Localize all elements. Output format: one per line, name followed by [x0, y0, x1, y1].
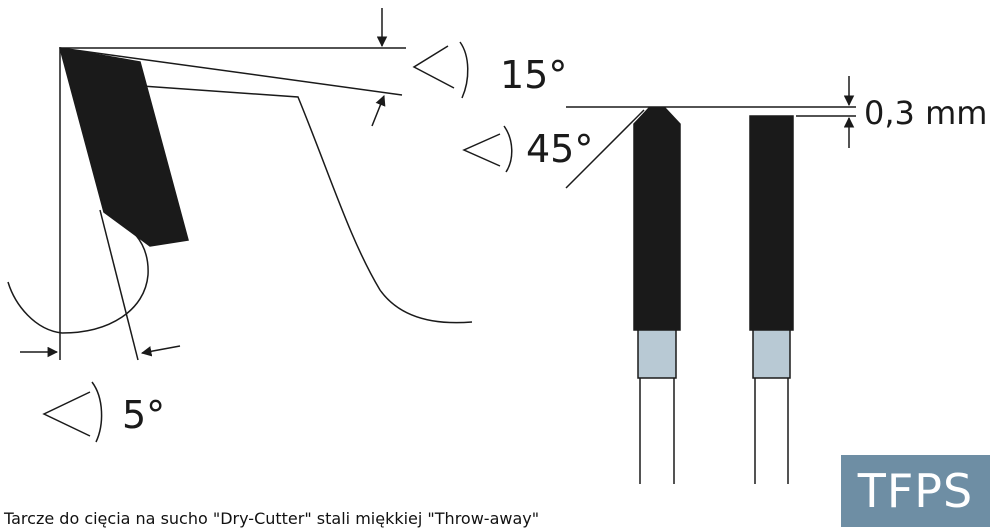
left-tooth-steel-body: [637, 329, 677, 379]
clearance-line: [99, 209, 139, 361]
rake-arrow-bottom: [371, 95, 386, 127]
clearance-angle-label: 5°: [122, 393, 165, 437]
tooth-side-profile: [7, 8, 473, 443]
carbide-tooth: [58, 47, 189, 247]
angle-symbol-15: [412, 41, 469, 99]
left-tooth-chamfered: [633, 107, 681, 331]
rake-face-line: [59, 47, 403, 96]
tooth-back-gullet: [141, 85, 473, 324]
right-tooth-flat: [749, 115, 794, 331]
clearance-arrow-right: [140, 345, 181, 357]
bevel-line: [565, 109, 645, 189]
angle-symbol-45: [462, 125, 513, 173]
chamfer-height-label: 0,3 mm: [864, 94, 987, 132]
tooth-front-view: [462, 76, 856, 484]
brand-logo: TFPS: [841, 455, 990, 527]
bevel-angle-label: 45°: [526, 127, 593, 171]
angle-symbol-5: [42, 381, 103, 443]
right-tooth-steel-body: [752, 329, 791, 379]
product-caption: Tarcze do cięcia na sucho "Dry-Cutter" s…: [4, 509, 540, 528]
rake-angle-label: 15°: [500, 53, 567, 97]
